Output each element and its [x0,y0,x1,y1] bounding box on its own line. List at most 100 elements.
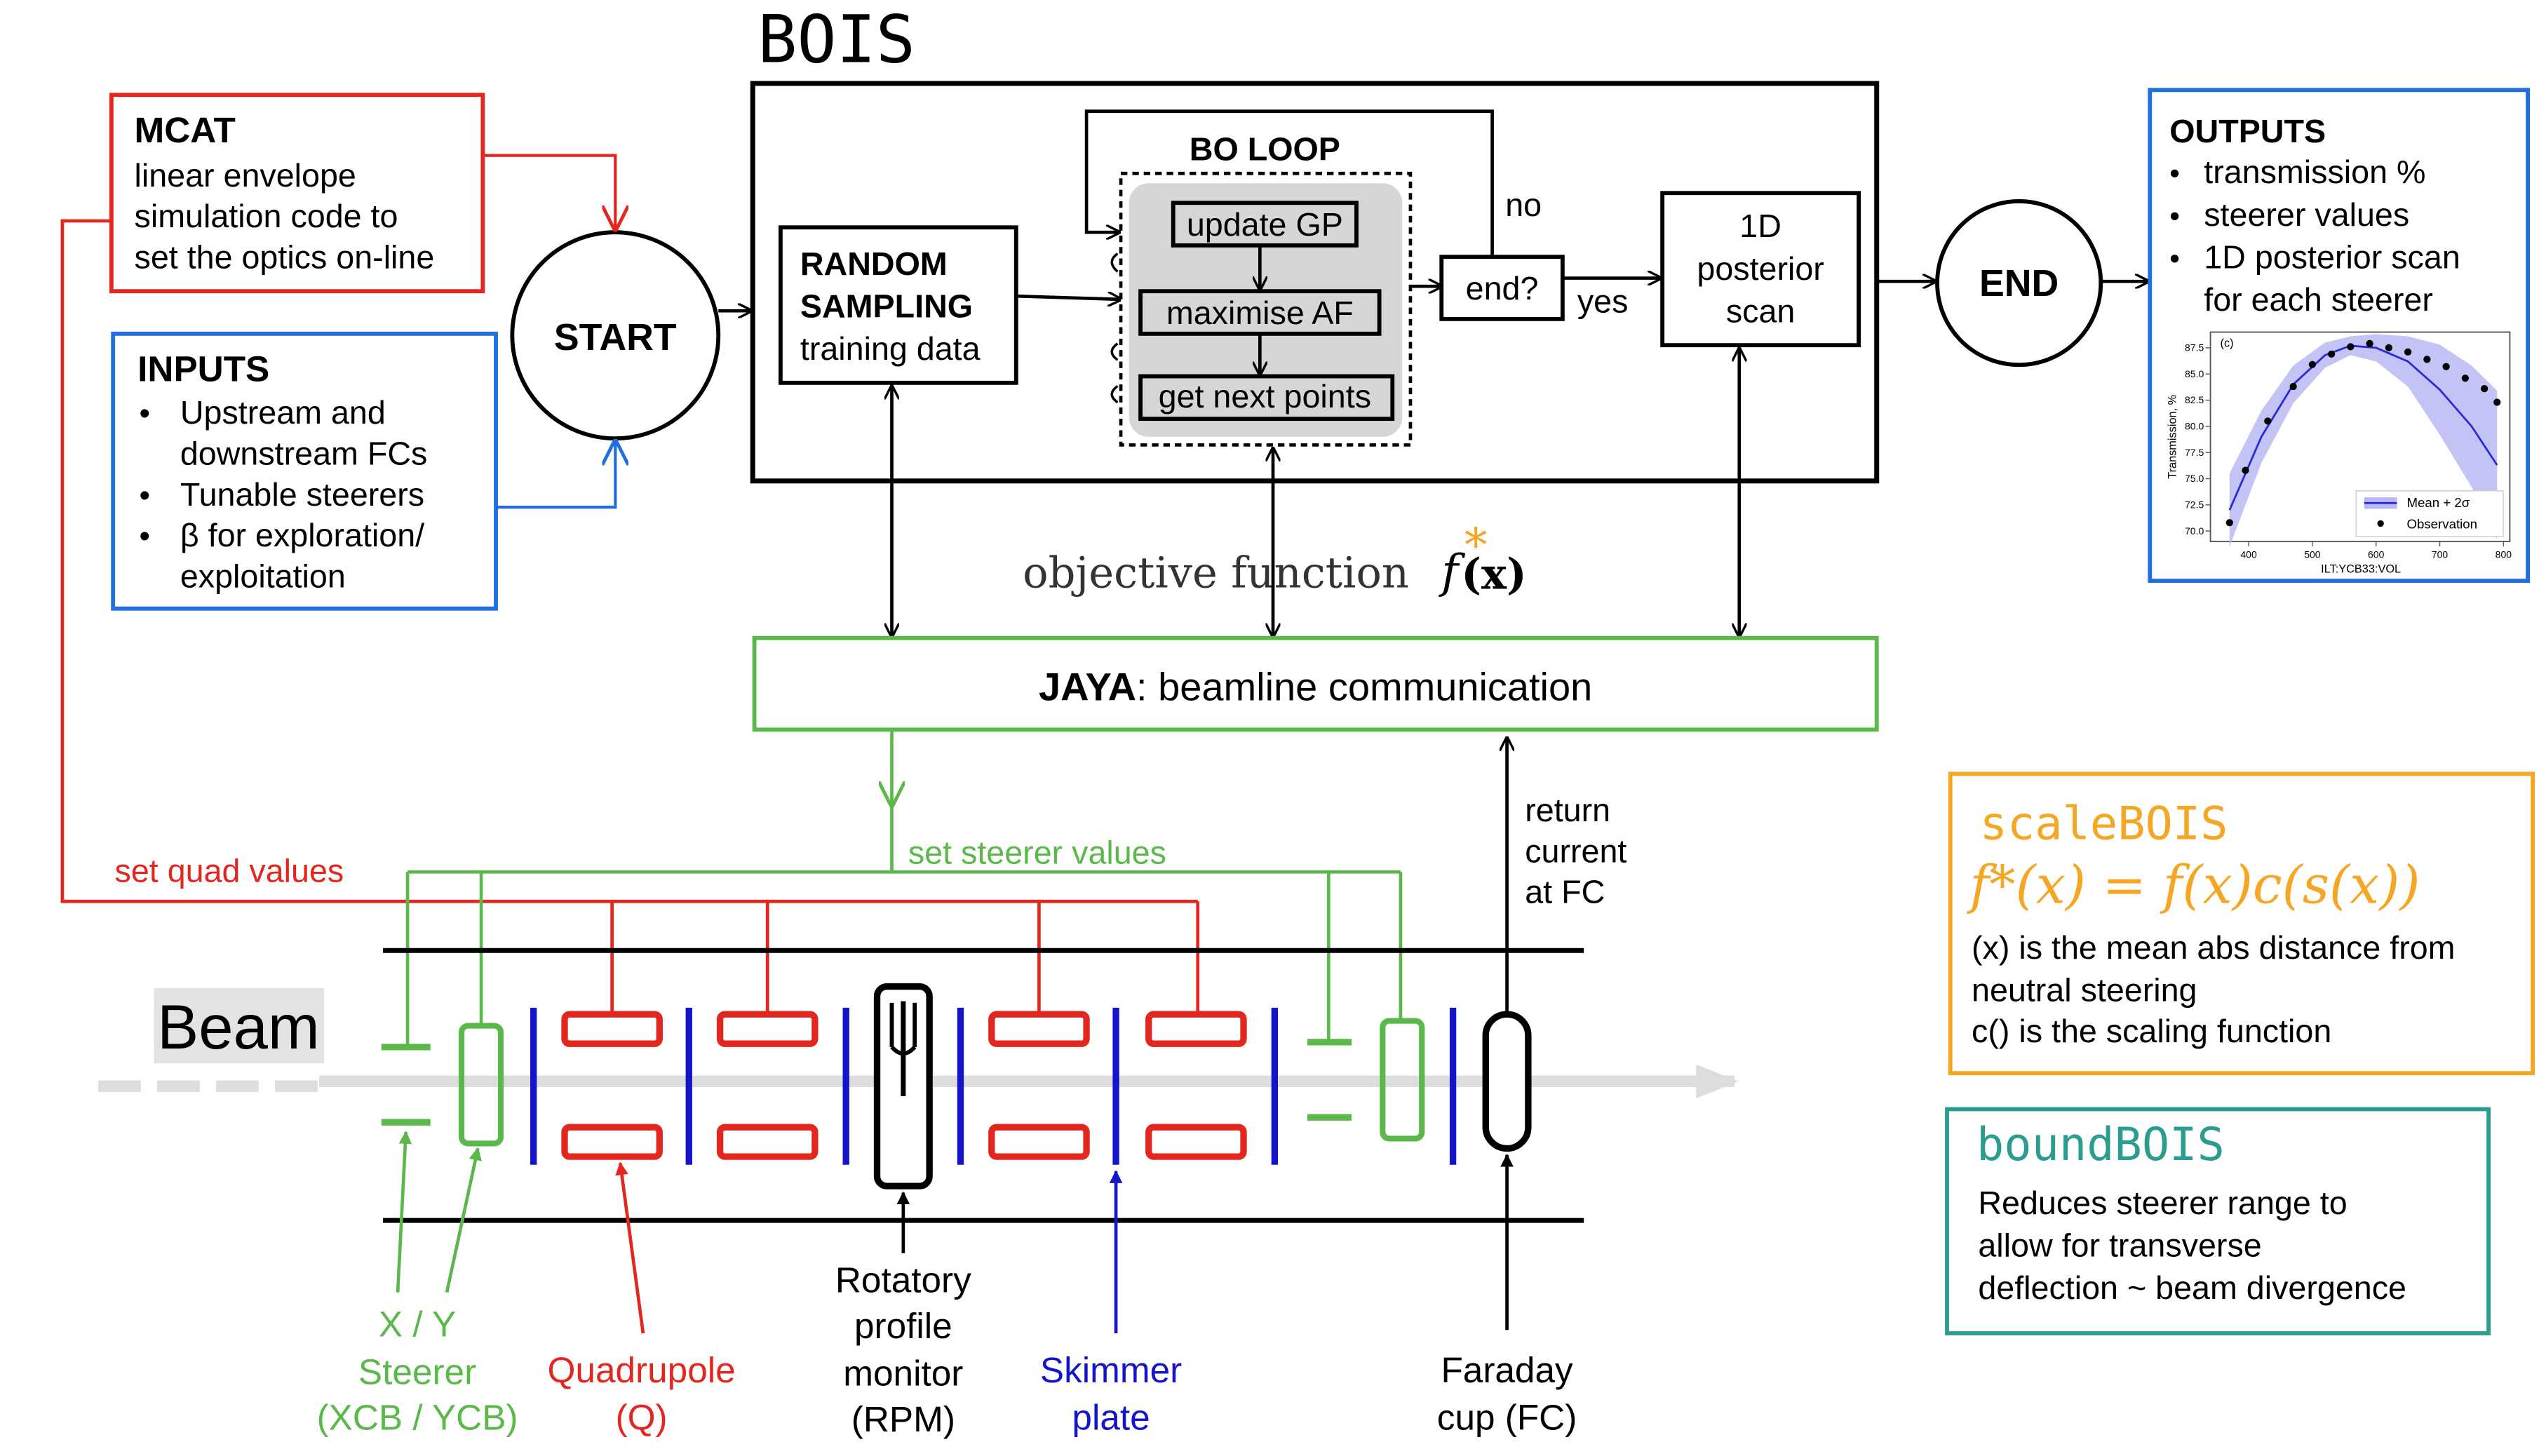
observation-point [2461,375,2469,382]
objective-x: (x) [1461,550,1527,600]
random-sampling-box: RANDOM SAMPLING training data [778,225,1018,385]
sampling-to-loop-arrow [1016,296,1121,299]
bullet-icon: • [2169,156,2180,189]
bullet-icon: • [140,519,151,553]
y-steerer [1380,1018,1425,1142]
y-tick-label: 72.5 [2185,499,2204,511]
posterior-scan-box: 1D posterior scan [1660,191,1861,348]
end-decision-box [1439,255,1565,321]
observation-point [2385,344,2393,352]
random-sampling-label: RANDOM [800,245,948,282]
quadrupole-pointer [615,1161,645,1334]
mcat-title: MCAT [135,110,236,150]
outputs-item: steerer values [2204,196,2409,233]
scale-bois-line: c() is the scaling function [1972,1013,2331,1049]
set-quad-label: set quad values [115,852,344,889]
bound-bois-line: deflection ~ beam divergence [1978,1269,2406,1306]
posterior-label: posterior [1697,250,1824,287]
mcat-to-start-arrow [483,154,615,229]
x-tick-label: 800 [2496,548,2512,560]
y-tick-label: 75.0 [2185,473,2204,484]
update-gp-step [1171,201,1359,248]
set-steerer-label: set steerer values [908,835,1166,871]
quadrupole [716,1011,819,1047]
inputs-item: downstream FCs [180,435,427,471]
end-label: END [1979,262,2059,304]
jaya-rest: : beamline communication [1136,664,1592,708]
y-tick-label: 87.5 [2185,342,2204,353]
observation-point [2242,466,2249,474]
objective-function: objective function f * (x) [1023,519,1527,600]
quadrupole [561,1124,663,1160]
objective-text: objective function [1023,548,1409,598]
y-steerer [458,1023,504,1147]
faraday-label: cup (FC) [1437,1398,1577,1438]
faraday-label: Faraday [1441,1350,1573,1390]
steerer-pointer [396,1131,412,1293]
mean-line [2228,344,2498,511]
observation-point [2442,363,2450,370]
inputs-box: INPUTS • Upstream and downstream FCs • T… [111,331,498,611]
y-tick-label: 70.0 [2185,525,2204,537]
quadrupole-label: (Q) [616,1398,668,1438]
inputs-item: Upstream and [180,394,386,431]
inputs-item: Tunable steerers [180,476,424,513]
observation-point [2480,384,2488,393]
scale-bois-title: scaleBOIS [1980,797,2228,851]
observation-point [2347,343,2355,351]
y-tick-label: 85.0 [2185,368,2204,379]
end-decision-label: end? [1466,270,1539,306]
x-tick-label: 400 [2240,548,2257,560]
set-quad-line [60,219,1198,903]
rpm-label: Rotatory [835,1260,971,1300]
bound-bois-line: Reduces steerer range to [1978,1185,2347,1221]
jaya-box [752,635,1879,732]
steerer-label: X / Y [379,1305,456,1344]
inset-panel-label: (c) [2221,337,2234,350]
start-node [510,230,721,441]
quadrupole [1145,1124,1247,1160]
rpm-label: monitor [843,1354,963,1394]
no-label: no [1505,187,1542,223]
return-current-label: current [1525,833,1626,869]
bound-bois-line: allow for transverse [1978,1227,2261,1263]
return-current-label: return [1525,792,1610,828]
return-current-label: at FC [1525,874,1605,910]
mcat-line: set the optics on-line [135,239,435,276]
outputs-item: for each steerer [2204,281,2433,318]
bound-bois-box: boundBOIS Reduces steerer range to allow… [1945,1107,2491,1335]
maximise-af-label: maximise AF [1166,295,1354,331]
rotatory-profile-monitor [873,983,933,1189]
outputs-item: transmission % [2204,154,2425,190]
observation-point [2225,519,2233,527]
observation-point [2264,417,2272,425]
steerer-label: (XCB / YCB) [317,1398,518,1438]
mcat-line: simulation code to [135,198,398,234]
inputs-item: exploitation [180,558,346,594]
bullet-icon: • [140,478,151,513]
observation-point [2404,348,2412,356]
observation-point [2308,360,2317,368]
inset-legend-item: Observation [2406,516,2477,531]
update-gp-label: update GP [1187,206,1343,243]
beam-label: Beam [157,992,320,1062]
inputs-item: β for exploration/ [180,517,424,553]
loop-brace [1110,252,1119,273]
x-tick-label: 700 [2432,548,2449,560]
x-tick-label: 600 [2368,548,2385,560]
observation-point [2366,339,2373,348]
scale-bois-line: neutral steering [1972,972,2197,1009]
skimmer-label: Skimmer [1040,1350,1182,1390]
bo-loop-title: BO LOOP [1190,131,1340,168]
observation-point [2423,356,2431,363]
outputs-title: OUTPUTS [2169,113,2326,149]
bullet-icon: • [2169,199,2180,232]
observation-point [2328,350,2336,358]
rpm-label: profile [854,1306,952,1346]
skimmer-label: plate [1072,1398,1150,1438]
mcat-box: MCAT linear envelope simulation code to … [109,93,485,294]
random-sampling-label: training data [800,330,981,367]
jaya-bold: JAYA [1039,664,1136,708]
